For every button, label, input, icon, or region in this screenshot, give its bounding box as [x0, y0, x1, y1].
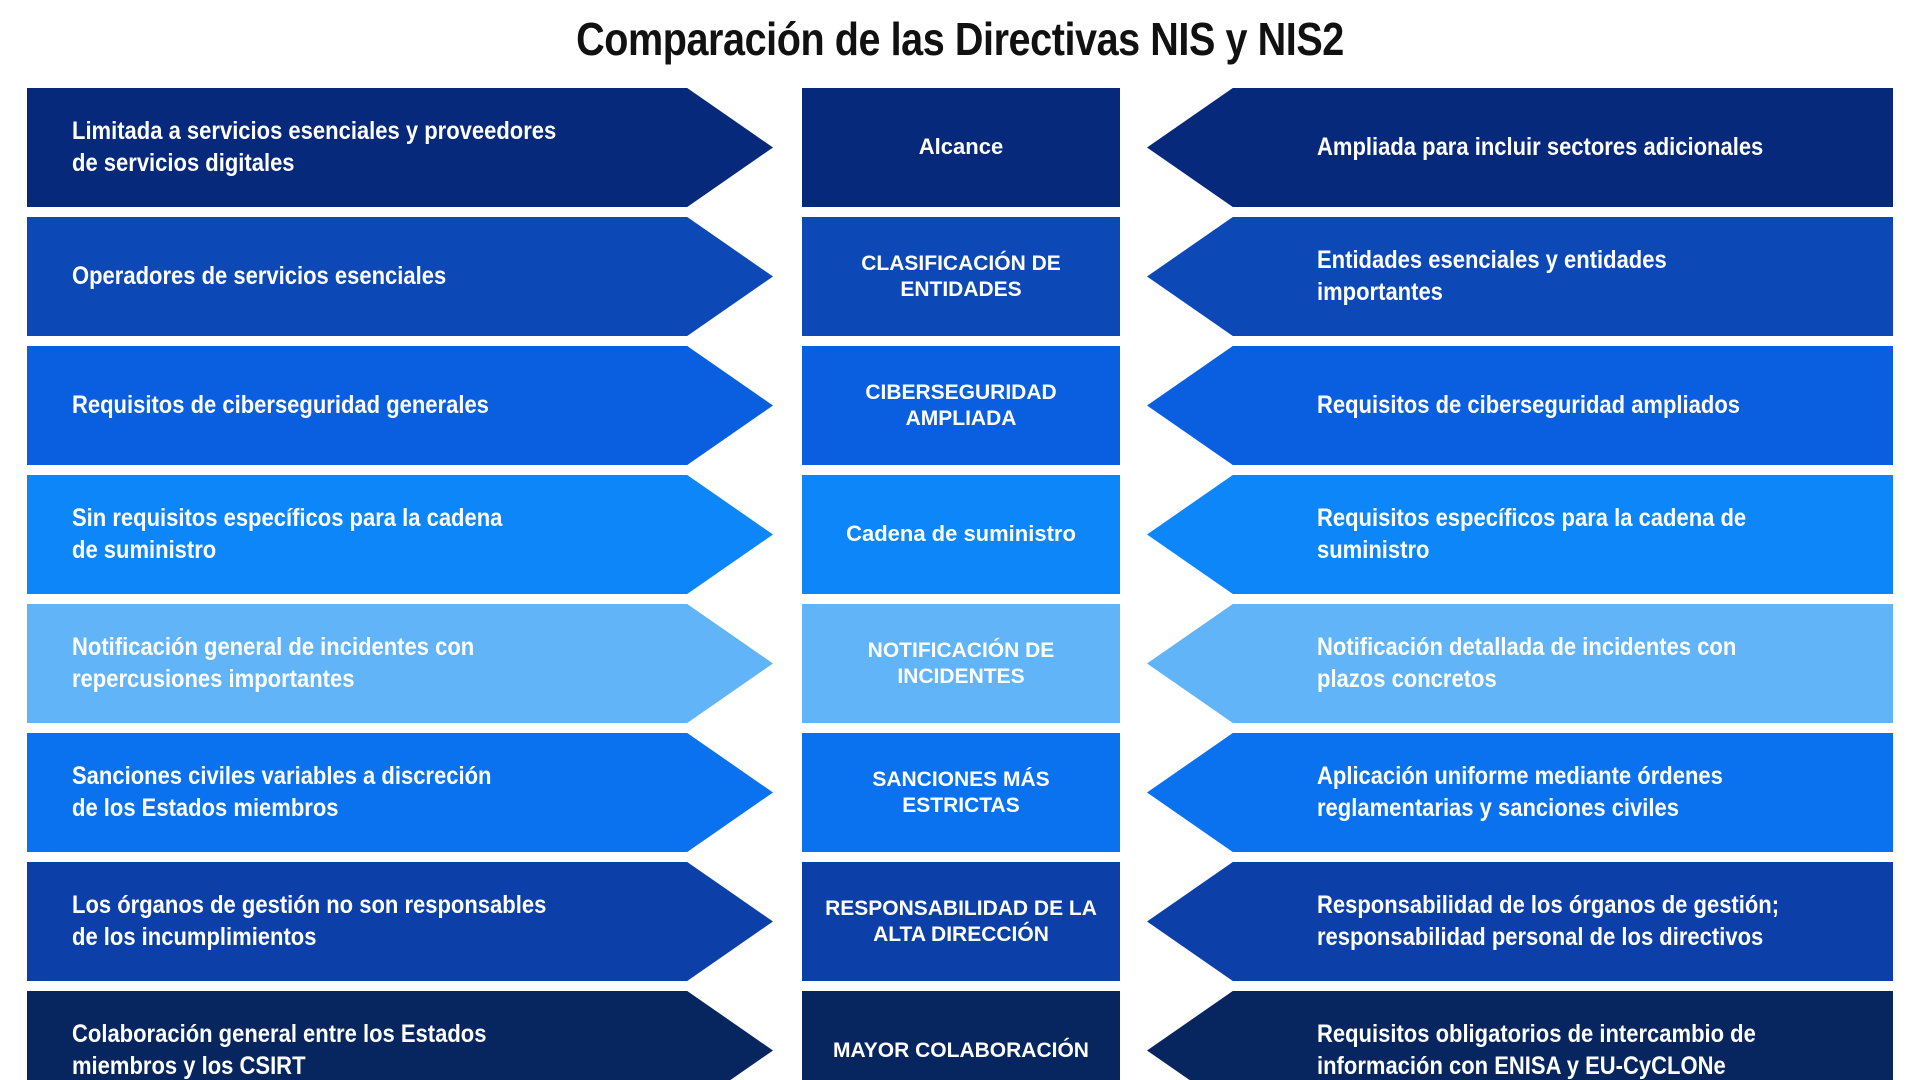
nis-text: Colaboración general entre los Estados m…: [72, 1020, 487, 1080]
nis2-arrow-right[interactable]: Requisitos específicos para la cadena de…: [1147, 475, 1893, 594]
nis-arrow-left[interactable]: Operadores de servicios esenciales: [27, 217, 773, 336]
nis-arrow-left[interactable]: Colaboración general entre los Estados m…: [27, 991, 773, 1080]
comparison-row: Limitada a servicios esenciales y provee…: [0, 88, 1920, 207]
nis2-arrow-right[interactable]: Requisitos de ciberseguridad ampliados: [1147, 346, 1893, 465]
nis-text: Sin requisitos específicos para la caden…: [72, 504, 503, 564]
criterion-label-box[interactable]: NOTIFICACIÓN DE INCIDENTES: [802, 604, 1120, 723]
nis2-arrow-right[interactable]: Requisitos obligatorios de intercambio d…: [1147, 991, 1893, 1080]
criterion-label-box[interactable]: Cadena de suministro: [802, 475, 1120, 594]
nis2-text: Notificación detallada de incidentes con…: [1317, 633, 1737, 693]
criterion-label-box[interactable]: MAYOR COLABORACIÓN: [802, 991, 1120, 1080]
comparison-row: Sin requisitos específicos para la caden…: [0, 475, 1920, 594]
criterion-label: SANCIONES MÁS ESTRICTAS: [872, 767, 1050, 817]
nis2-text: Requisitos específicos para la cadena de…: [1317, 504, 1747, 564]
nis-arrow-left[interactable]: Sin requisitos específicos para la caden…: [27, 475, 773, 594]
nis-arrow-left[interactable]: Requisitos de ciberseguridad generales: [27, 346, 773, 465]
nis2-arrow-right[interactable]: Responsabilidad de los órganos de gestió…: [1147, 862, 1893, 981]
nis2-arrow-right[interactable]: Aplicación uniforme mediante órdenes reg…: [1147, 733, 1893, 852]
nis2-arrow-right[interactable]: Notificación detallada de incidentes con…: [1147, 604, 1893, 723]
nis2-text: Responsabilidad de los órganos de gestió…: [1317, 891, 1780, 951]
criterion-label: CIBERSEGURIDAD AMPLIADA: [865, 380, 1057, 430]
criterion-label-box[interactable]: Alcance: [802, 88, 1120, 207]
nis-arrow-left[interactable]: Sanciones civiles variables a discreción…: [27, 733, 773, 852]
nis-arrow-left[interactable]: Notificación general de incidentes con r…: [27, 604, 773, 723]
comparison-row: Requisitos de ciberseguridad generales CI…: [0, 346, 1920, 465]
nis-text: Sanciones civiles variables a discreción…: [72, 762, 492, 822]
nis2-arrow-right[interactable]: Ampliada para incluir sectores adicional…: [1147, 88, 1893, 207]
nis-arrow-left[interactable]: Los órganos de gestión no son responsabl…: [27, 862, 773, 981]
criterion-label-box[interactable]: CIBERSEGURIDAD AMPLIADA: [802, 346, 1120, 465]
page-title: Comparación de las Directivas NIS y NIS2: [576, 13, 1344, 65]
criterion-label: Cadena de suministro: [846, 521, 1076, 547]
nis2-text: Aplicación uniforme mediante órdenes reg…: [1317, 762, 1723, 822]
nis2-text: Requisitos obligatorios de intercambio d…: [1317, 1020, 1756, 1080]
nis-text: Notificación general de incidentes con r…: [72, 633, 475, 693]
criterion-label: CLASIFICACIÓN DE ENTIDADES: [861, 251, 1061, 301]
comparison-rows: Limitada a servicios esenciales y provee…: [0, 88, 1920, 1080]
nis-text: Los órganos de gestión no son responsabl…: [72, 891, 547, 951]
criterion-label-box[interactable]: RESPONSABILIDAD DE LA ALTA DIRECCIÓN: [802, 862, 1120, 981]
comparison-row: Sanciones civiles variables a discreción…: [0, 733, 1920, 852]
nis-arrow-left[interactable]: Limitada a servicios esenciales y provee…: [27, 88, 773, 207]
nis-text: Requisitos de ciberseguridad generales: [72, 390, 489, 419]
criterion-label: RESPONSABILIDAD DE LA ALTA DIRECCIÓN: [825, 896, 1097, 946]
criterion-label-box[interactable]: SANCIONES MÁS ESTRICTAS: [802, 733, 1120, 852]
criterion-label-box[interactable]: CLASIFICACIÓN DE ENTIDADES: [802, 217, 1120, 336]
nis2-arrow-right[interactable]: Entidades esenciales y entidades importa…: [1147, 217, 1893, 336]
nis2-text: Entidades esenciales y entidades importa…: [1317, 246, 1667, 306]
criterion-label: Alcance: [918, 134, 1004, 160]
nis2-text: Requisitos de ciberseguridad ampliados: [1317, 390, 1741, 419]
nis-text: Operadores de servicios esenciales: [72, 261, 447, 290]
comparison-row: Notificación general de incidentes con r…: [0, 604, 1920, 723]
nis-text: Limitada a servicios esenciales y provee…: [72, 117, 557, 177]
comparison-row: Colaboración general entre los Estados m…: [0, 991, 1920, 1080]
comparison-row: Los órganos de gestión no son responsabl…: [0, 862, 1920, 981]
criterion-label: MAYOR COLABORACIÓN: [833, 1038, 1089, 1062]
nis2-text: Ampliada para incluir sectores adicional…: [1317, 132, 1764, 161]
criterion-label: NOTIFICACIÓN DE INCIDENTES: [867, 638, 1055, 688]
comparison-row: Operadores de servicios esenciales CLASIF…: [0, 217, 1920, 336]
